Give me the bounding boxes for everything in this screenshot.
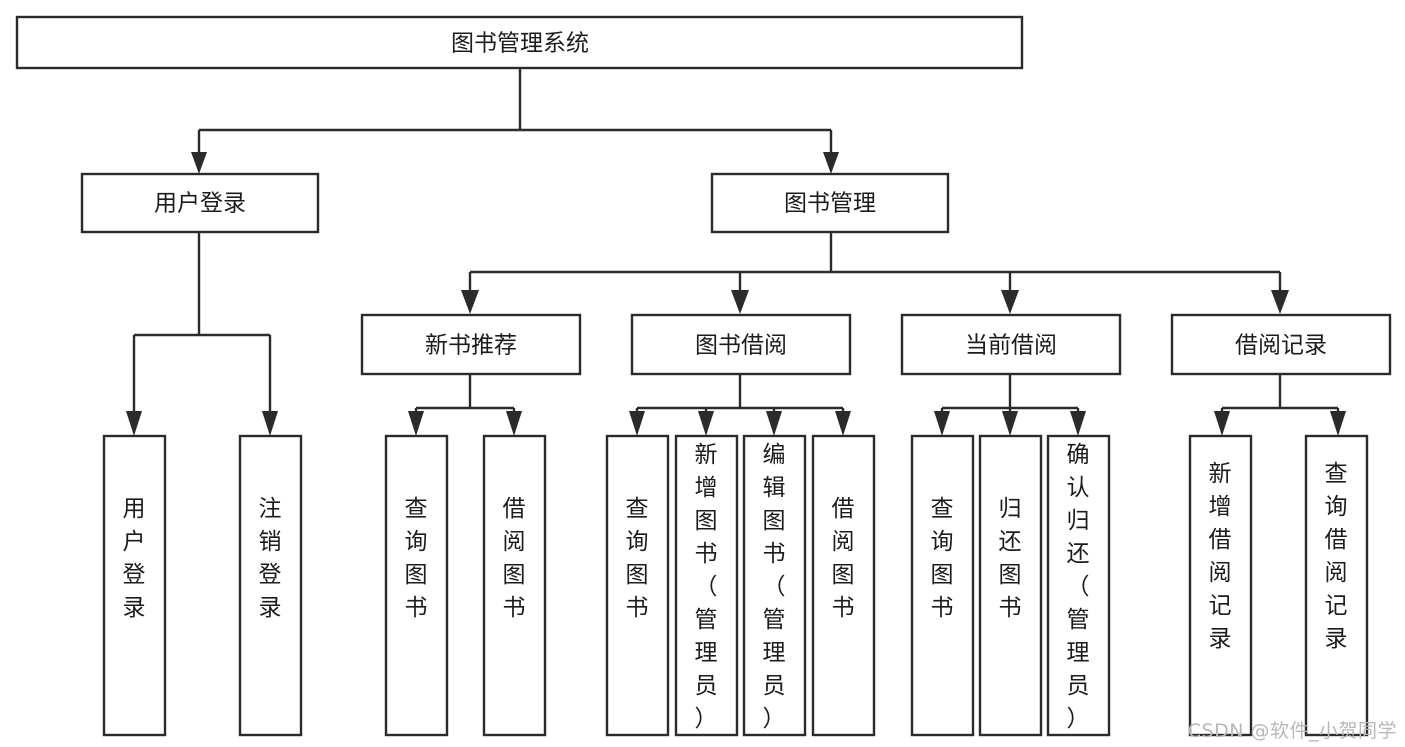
node-leaf-borrow-book-2-label: 借阅图书: [832, 496, 855, 621]
node-leaf-add-record-label: 新增借阅记录: [1209, 461, 1232, 652]
csdn-watermark: CSDN @软件_小贺同学: [1187, 720, 1397, 742]
node-leaf-logout-label: 注销登录: [259, 496, 282, 621]
node-leaf-edit-book-admin-box[interactable]: [742, 434, 807, 737]
node-leaf-query-book-1-box[interactable]: [384, 434, 449, 737]
node-leaf-return-book-box[interactable]: [978, 434, 1043, 737]
arrow-to-current-borrow: [1001, 290, 1019, 314]
node-leaf-add-book-admin-box[interactable]: [674, 434, 739, 737]
node-leaf-user-login[interactable]: 用户登录: [102, 434, 167, 737]
node-leaf-query-record[interactable]: 查询借阅记录: [1304, 434, 1369, 737]
node-leaf-edit-book-admin-label: 编辑图书（管理员）: [763, 442, 786, 732]
node-book-borrow-label: 图书借阅: [695, 333, 787, 359]
arrow-to-book-borrow: [731, 290, 749, 314]
node-root[interactable]: 图书管理系统: [15, 15, 1024, 70]
arrow-leaf-confirm-return: [1070, 411, 1086, 436]
node-leaf-query-book-3-box[interactable]: [910, 434, 975, 737]
node-book-manage-label: 图书管理: [784, 191, 876, 217]
node-root-box[interactable]: [15, 15, 1024, 70]
node-new-book-rec[interactable]: 新书推荐: [360, 313, 582, 376]
arrow-leaf-add-book-admin: [698, 411, 714, 436]
node-borrow-record-label: 借阅记录: [1235, 333, 1327, 359]
node-leaf-query-record-label: 查询借阅记录: [1325, 461, 1348, 652]
node-leaf-confirm-return-admin-box[interactable]: [1046, 434, 1111, 737]
node-current-borrow-box[interactable]: [900, 313, 1122, 376]
node-leaf-add-book-admin-label: 新增图书（管理员）: [695, 442, 718, 732]
node-book-manage[interactable]: 图书管理: [710, 172, 950, 234]
arrow-to-new-book-rec: [461, 290, 479, 314]
node-leaf-borrow-book-1[interactable]: 借阅图书: [482, 434, 547, 737]
node-leaf-edit-book-admin[interactable]: 编辑图书（管理员）: [742, 434, 807, 737]
arrow-leaf-query-book-1: [408, 411, 424, 436]
arrow-to-user-login: [191, 152, 207, 174]
node-current-borrow[interactable]: 当前借阅: [900, 313, 1122, 376]
arrow-to-borrow-record: [1271, 290, 1289, 314]
node-leaf-borrow-book-2-box[interactable]: [811, 434, 876, 737]
node-leaf-query-book-2[interactable]: 查询图书: [605, 434, 670, 737]
node-leaf-user-login-box[interactable]: [102, 434, 167, 737]
node-leaf-borrow-book-1-box[interactable]: [482, 434, 547, 737]
node-leaf-query-book-1-label: 查询图书: [405, 496, 428, 621]
node-book-borrow[interactable]: 图书借阅: [630, 313, 852, 376]
node-leaf-add-record[interactable]: 新增借阅记录: [1188, 434, 1253, 737]
arrow-leaf-user-login: [126, 411, 142, 436]
arrow-leaf-query-book-3: [934, 411, 950, 436]
node-leaf-query-book-3[interactable]: 查询图书: [910, 434, 975, 737]
node-borrow-record-box[interactable]: [1170, 313, 1392, 376]
node-leaf-return-book-label: 归还图书: [999, 496, 1022, 621]
node-leaf-logout[interactable]: 注销登录: [238, 434, 303, 737]
node-leaf-query-record-box[interactable]: [1304, 434, 1369, 737]
node-leaf-borrow-book-1-label: 借阅图书: [503, 496, 526, 621]
node-leaf-add-record-box[interactable]: [1188, 434, 1253, 737]
arrow-leaf-borrow-book-2: [835, 411, 851, 436]
node-leaf-return-book[interactable]: 归还图书: [978, 434, 1043, 737]
node-book-manage-box[interactable]: [710, 172, 950, 234]
node-leaf-add-book-admin[interactable]: 新增图书（管理员）: [674, 434, 739, 737]
node-new-book-rec-label: 新书推荐: [425, 333, 517, 359]
node-leaf-query-book-2-label: 查询图书: [626, 496, 649, 621]
node-root-label: 图书管理系统: [451, 31, 589, 57]
node-leaf-confirm-return-admin-label: 确认归还（管理员）: [1067, 442, 1090, 732]
node-current-borrow-label: 当前借阅: [965, 333, 1057, 359]
node-leaf-query-book-3-label: 查询图书: [931, 496, 954, 621]
node-leaf-borrow-book-2[interactable]: 借阅图书: [811, 434, 876, 737]
arrow-leaf-query-book-2: [629, 411, 645, 436]
node-user-login-label: 用户登录: [154, 191, 246, 217]
node-leaf-confirm-return-admin[interactable]: 确认归还（管理员）: [1046, 434, 1111, 737]
node-user-login[interactable]: 用户登录: [80, 172, 320, 234]
node-book-borrow-box[interactable]: [630, 313, 852, 376]
node-new-book-rec-box[interactable]: [360, 313, 582, 376]
arrow-leaf-logout: [262, 411, 278, 436]
node-leaf-user-login-label: 用户登录: [123, 496, 146, 621]
arrow-leaf-return-book: [1002, 411, 1018, 436]
arrow-to-book-manage: [823, 152, 839, 174]
arrow-leaf-query-record: [1330, 411, 1346, 436]
arrow-leaf-borrow-book-1: [506, 411, 522, 436]
edge-group: [126, 68, 1346, 436]
node-leaf-query-book-1[interactable]: 查询图书: [384, 434, 449, 737]
node-leaf-query-book-2-box[interactable]: [605, 434, 670, 737]
arrow-leaf-add-record: [1214, 411, 1230, 436]
node-user-login-box[interactable]: [80, 172, 320, 234]
arrow-leaf-edit-book-admin: [766, 411, 782, 436]
node-leaf-logout-box[interactable]: [238, 434, 303, 737]
node-borrow-record[interactable]: 借阅记录: [1170, 313, 1392, 376]
